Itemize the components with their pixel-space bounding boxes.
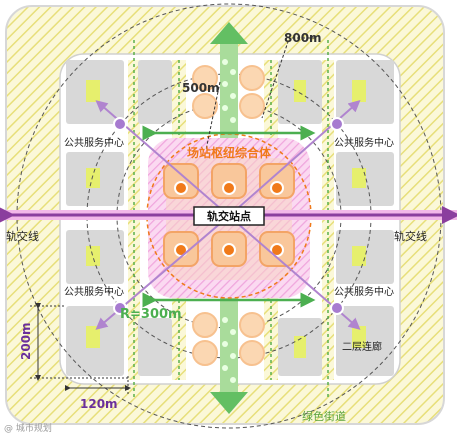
dimension-lines bbox=[30, 303, 131, 394]
corridor-label: 二层连廊 bbox=[342, 340, 382, 353]
ring-800-label: 800m bbox=[284, 31, 322, 45]
ring-500-label: 500m bbox=[182, 81, 220, 95]
rail-label-left: 轨交线 bbox=[6, 229, 39, 243]
watermark: @ 城市规划 bbox=[4, 422, 52, 434]
public-service-tr: 公共服务中心 bbox=[334, 136, 394, 149]
rail-label-right: 轨交线 bbox=[394, 229, 427, 243]
dim-120-label: 120m bbox=[80, 397, 118, 411]
public-service-bl: 公共服务中心 bbox=[64, 285, 124, 298]
orange-nodes-ns bbox=[192, 65, 265, 366]
station-box bbox=[193, 206, 265, 226]
ring-leaders bbox=[205, 35, 316, 151]
spoke-nodes bbox=[113, 117, 344, 315]
green-arrows bbox=[142, 125, 316, 308]
public-service-br: 公共服务中心 bbox=[334, 285, 394, 298]
dim-200-label: 200m bbox=[19, 322, 33, 360]
hub-complex-label: 场站枢纽综合体 bbox=[187, 145, 272, 160]
radius-label: R=300m bbox=[120, 307, 182, 322]
station-label: 轨交站点 bbox=[207, 209, 251, 223]
city-blocks bbox=[66, 60, 394, 376]
green-street-label: 绿色街道 bbox=[302, 409, 346, 423]
station-nodes bbox=[163, 163, 295, 267]
public-service-tl: 公共服务中心 bbox=[64, 136, 124, 149]
